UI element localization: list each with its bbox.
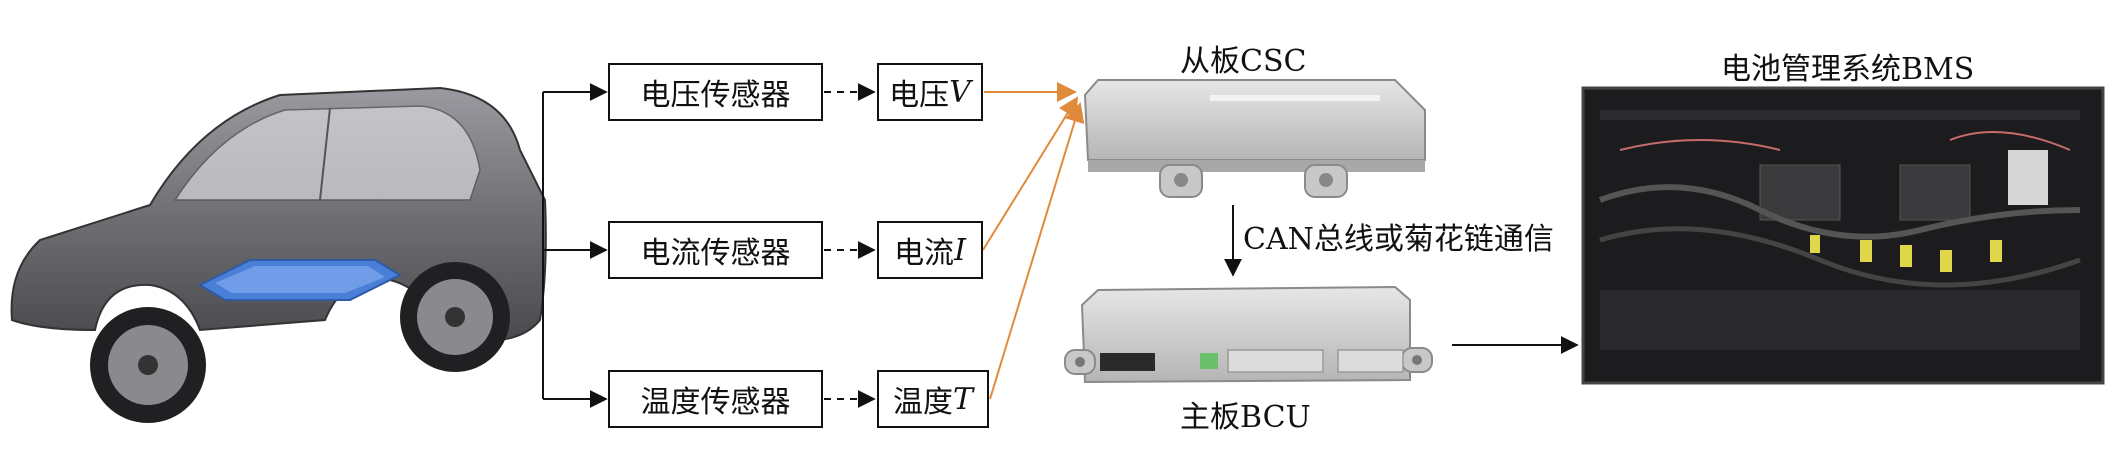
- car-wheel-rear: [400, 262, 510, 372]
- voltage-sensor-label: 电压传感器: [640, 78, 791, 113]
- car-wheel-front: [90, 307, 206, 423]
- voltage-sensor-box: 电压传感器: [608, 63, 823, 121]
- car-illustration: [10, 86, 547, 423]
- bcu-label: 主板BCU: [1180, 400, 1311, 435]
- orange-arrow-current: [982, 96, 1079, 251]
- bcu-module-image: [1064, 285, 1433, 384]
- csc-module-image: [1083, 79, 1426, 198]
- comm-label: CAN总线或菊花链通信: [1243, 222, 1554, 257]
- temperature-sensor-box: 温度传感器: [608, 370, 823, 428]
- voltage-symbol: V: [949, 74, 971, 110]
- current-signal-label: 电流: [894, 236, 955, 271]
- car-window: [173, 105, 481, 201]
- voltage-signal-label: 电压: [889, 78, 950, 113]
- orange-arrow-temperature: [989, 102, 1085, 400]
- csc-label: 从板CSC: [1180, 44, 1307, 79]
- bms-photo: [1581, 86, 2105, 385]
- temperature-symbol: T: [952, 381, 973, 417]
- current-symbol: I: [954, 232, 966, 268]
- bms-label: 电池管理系统BMS: [1721, 52, 1975, 87]
- temperature-sensor-label: 温度传感器: [640, 385, 791, 420]
- temperature-signal-label: 温度: [892, 385, 953, 420]
- current-sensor-label: 电流传感器: [640, 236, 791, 271]
- current-sensor-box: 电流传感器: [608, 221, 823, 279]
